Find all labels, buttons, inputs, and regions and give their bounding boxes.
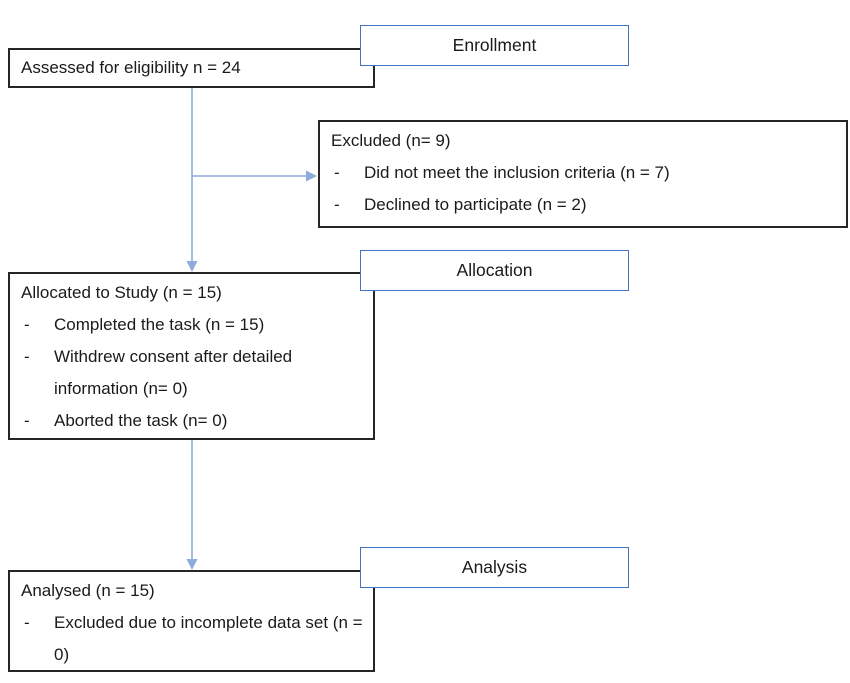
excluded-title: Excluded (n= 9) — [331, 131, 451, 150]
stage-box-enrollment: Enrollment — [360, 25, 629, 66]
allocated-item: Aborted the task (n= 0) — [10, 405, 373, 437]
allocated-item: Withdrew consent after detailed informat… — [10, 341, 373, 405]
arrow-right-icon — [306, 170, 317, 182]
stage-label-allocation: Allocation — [456, 260, 533, 280]
excluded-box: Excluded (n= 9) Did not meet the inclusi… — [318, 120, 848, 228]
arrow-down-icon — [186, 261, 198, 272]
analysed-box: Analysed (n = 15) Excluded due to incomp… — [8, 570, 375, 672]
stage-box-analysis: Analysis — [360, 547, 629, 588]
analysed-item: Excluded due to incomplete data set (n =… — [10, 607, 373, 671]
arrow-allocated-to-analysed — [186, 440, 198, 570]
analysed-title: Analysed (n = 15) — [21, 581, 155, 600]
arrow-down-icon — [186, 559, 198, 570]
excluded-item: Declined to participate (n = 2) — [320, 189, 846, 221]
excluded-item: Did not meet the inclusion criteria (n =… — [320, 157, 846, 189]
assessed-box: Assessed for eligibility n = 24 — [8, 48, 375, 88]
stage-label-analysis: Analysis — [461, 557, 528, 577]
stage-box-allocation: Allocation — [360, 250, 629, 291]
arrow-assessed-to-allocated — [186, 88, 198, 272]
allocated-box: Allocated to Study (n = 15) Completed th… — [8, 272, 375, 440]
assessed-title: Assessed for eligibility n = 24 — [21, 58, 241, 77]
allocated-item: Completed the task (n = 15) — [10, 309, 373, 341]
allocated-title: Allocated to Study (n = 15) — [21, 283, 222, 302]
arrow-branch-to-excluded — [192, 170, 317, 182]
stage-label-enrollment: Enrollment — [452, 35, 537, 55]
